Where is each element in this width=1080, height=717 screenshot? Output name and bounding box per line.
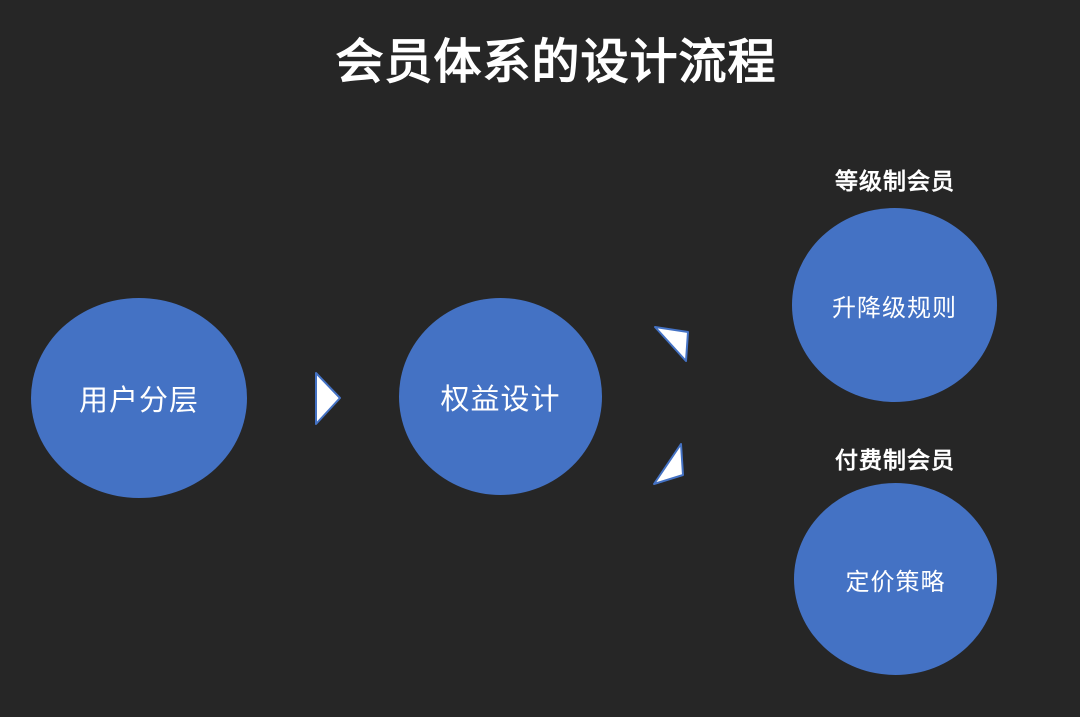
arrow-down-right-icon (653, 443, 684, 485)
arrow-up-right-icon (654, 326, 689, 362)
page-title: 会员体系的设计流程 (335, 36, 777, 89)
node-upgrade-downgrade-rules: 升降级规则 (792, 208, 997, 402)
node-label: 用户分层 (78, 385, 199, 417)
group-label-paid-membership: 付费制会员 (835, 447, 955, 473)
node-label: 权益设计 (440, 383, 561, 416)
arrow-right-icon (315, 372, 341, 425)
node-pricing-strategy: 定价策略 (794, 483, 997, 675)
node-label: 定价策略 (845, 568, 946, 596)
node-user-segmentation: 用户分层 (31, 298, 247, 498)
node-label: 升降级规则 (832, 294, 957, 322)
group-label-tiered-membership: 等级制会员 (835, 168, 955, 194)
node-benefit-design: 权益设计 (399, 298, 602, 495)
